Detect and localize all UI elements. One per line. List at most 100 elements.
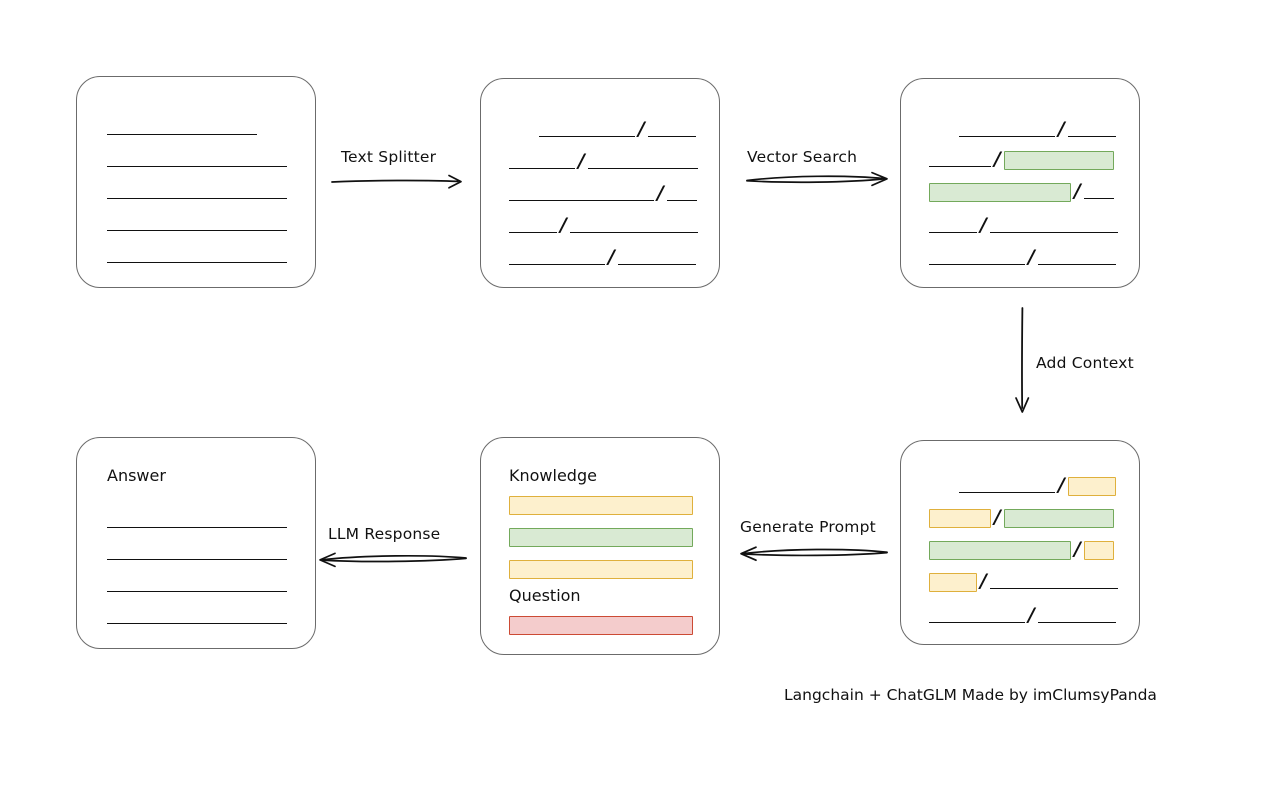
answer-title: Answer (107, 466, 166, 485)
separator-slash: / (638, 118, 645, 140)
separator-slash: / (608, 246, 615, 268)
text-line (617, 264, 696, 265)
document-box-content (77, 77, 315, 287)
answer-row (107, 510, 287, 528)
text-line (107, 134, 257, 135)
arrow-label-generate-prompt: Generate Prompt (740, 518, 876, 536)
arrow-label-text-splitter: Text Splitter (341, 148, 437, 166)
context-box[interactable]: / / / / / (900, 440, 1140, 645)
matched-row: / (929, 214, 1118, 236)
text-line (107, 591, 287, 592)
text-line (107, 559, 287, 560)
separator-slash: / (1058, 474, 1065, 496)
text-line (509, 200, 654, 201)
context-chunk-highlight (929, 573, 977, 592)
text-line (107, 166, 287, 167)
chunk-row: / (509, 182, 697, 204)
matched-chunk-highlight (929, 183, 1071, 202)
context-chunk-highlight (1067, 477, 1116, 496)
text-line (989, 232, 1118, 233)
chunk-row: / (539, 118, 696, 140)
matched-box[interactable]: / / / / / (900, 78, 1140, 288)
text-line (509, 168, 575, 169)
answer-row (107, 606, 287, 624)
text-line (539, 136, 635, 137)
arrow-label-vector-search: Vector Search (747, 148, 858, 166)
text-line (107, 230, 287, 231)
text-line (107, 623, 287, 624)
context-chunk-highlight (1003, 509, 1114, 528)
text-line (107, 262, 287, 263)
answer-row (107, 542, 287, 560)
separator-slash: / (657, 182, 664, 204)
text-line (929, 264, 1025, 265)
knowledge-bar (509, 528, 693, 547)
document-row (107, 181, 287, 199)
knowledge-label: Knowledge (509, 466, 597, 485)
knowledge-bar (509, 496, 693, 515)
context-row: / (929, 538, 1114, 560)
text-line (569, 232, 698, 233)
text-line (959, 492, 1055, 493)
document-box[interactable] (76, 76, 316, 288)
text-line (929, 166, 991, 167)
text-line (509, 232, 557, 233)
answer-box-content: Answer (77, 438, 315, 648)
matched-chunk-highlight (1003, 151, 1114, 170)
text-line (647, 136, 696, 137)
document-row (107, 149, 287, 167)
generate-prompt-arrow (740, 546, 888, 562)
document-row (107, 117, 257, 135)
question-label: Question (509, 586, 581, 605)
matched-row: / (929, 148, 1114, 170)
context-chunk-highlight (1083, 541, 1114, 560)
add-context-arrow (1015, 307, 1030, 413)
text-line (959, 136, 1055, 137)
vector-search-arrow (746, 171, 888, 187)
matched-row: / (959, 118, 1116, 140)
text-line (1083, 198, 1114, 199)
separator-slash: / (1058, 118, 1065, 140)
separator-slash: / (980, 214, 987, 236)
context-row: / (929, 570, 1118, 592)
matched-box-content: / / / / / (901, 79, 1139, 287)
arrow-label-add-context: Add Context (1036, 354, 1134, 372)
answer-row (107, 574, 287, 592)
chunks-box[interactable]: / / / / / (480, 78, 720, 288)
separator-slash: / (1028, 246, 1035, 268)
text-line (666, 200, 697, 201)
text-line (989, 588, 1118, 589)
prompt-box-content: Knowledge Question (481, 438, 719, 654)
separator-slash: / (994, 148, 1001, 170)
separator-slash: / (1074, 538, 1081, 560)
llm-response-arrow (319, 552, 467, 568)
answer-box[interactable]: Answer (76, 437, 316, 649)
chunk-row: / (509, 150, 698, 172)
separator-slash: / (980, 570, 987, 592)
matched-row: / (929, 180, 1114, 202)
text-line (929, 232, 977, 233)
question-bar (509, 616, 693, 635)
text-line (1037, 264, 1116, 265)
text-line (1037, 622, 1116, 623)
prompt-box[interactable]: Knowledge Question (480, 437, 720, 655)
separator-slash: / (560, 214, 567, 236)
chunks-box-content: / / / / / (481, 79, 719, 287)
text-line (1067, 136, 1116, 137)
footer-credit: Langchain + ChatGLM Made by imClumsyPand… (784, 686, 1157, 704)
context-box-content: / / / / / (901, 441, 1139, 644)
context-row: / (929, 507, 1114, 528)
separator-slash: / (1074, 180, 1081, 202)
matched-row: / (929, 246, 1116, 268)
document-row (107, 213, 287, 231)
text-splitter-arrow (331, 174, 462, 189)
text-line (929, 622, 1025, 623)
text-line (107, 198, 287, 199)
context-row: / (929, 605, 1116, 625)
text-line (587, 168, 698, 169)
chunk-row: / (509, 214, 698, 236)
text-line (107, 527, 287, 528)
separator-slash: / (578, 150, 585, 172)
context-chunk-highlight (929, 541, 1071, 560)
